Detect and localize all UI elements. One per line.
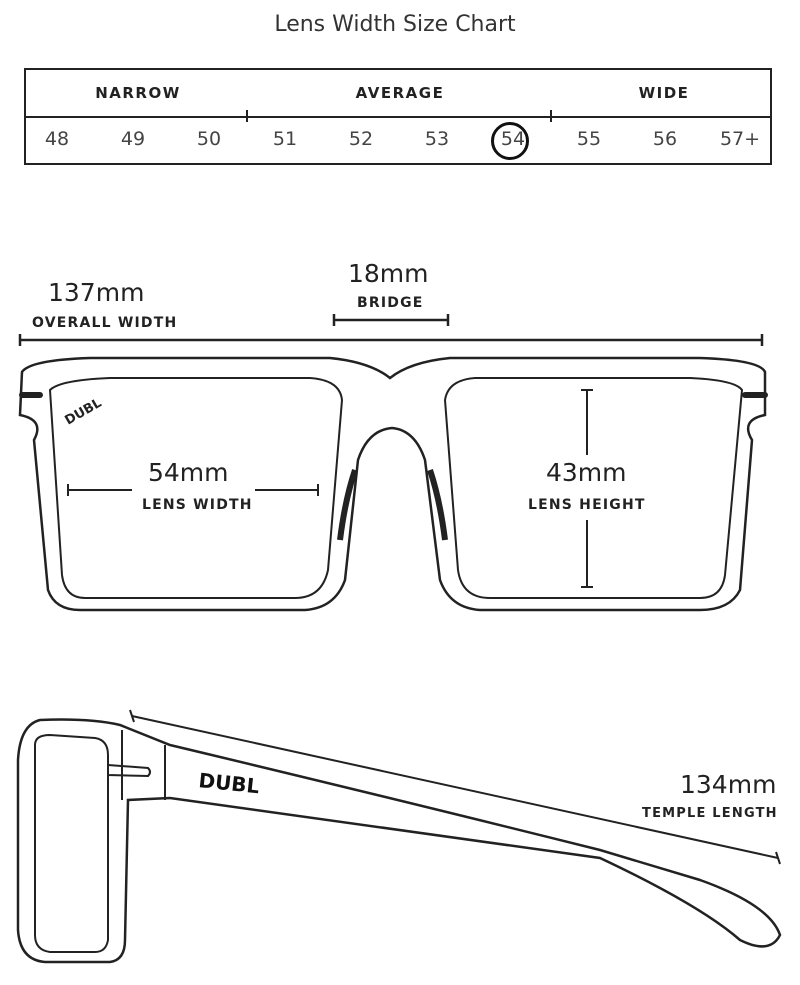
brand-logo-side: DUBL xyxy=(197,768,260,798)
overall-width-label: OVERALL WIDTH xyxy=(32,315,178,331)
table-divider xyxy=(26,116,770,118)
overall-width-line xyxy=(18,334,764,346)
category-narrow: NARROW xyxy=(95,84,181,102)
left-lens xyxy=(48,377,344,599)
category-average: AVERAGE xyxy=(355,84,445,102)
size-48: 48 xyxy=(44,128,70,150)
chart-title: Lens Width Size Chart xyxy=(274,12,516,37)
temple-length-value: 134mm xyxy=(680,770,777,799)
selected-size-circle xyxy=(491,122,529,160)
size-56: 56 xyxy=(652,128,678,150)
size-51: 51 xyxy=(272,128,298,150)
size-50: 50 xyxy=(196,128,222,150)
lens-height-value: 43mm xyxy=(546,458,627,487)
bridge-value: 18mm xyxy=(348,259,429,288)
temple-length-line xyxy=(129,709,781,865)
side-lens xyxy=(34,733,109,953)
lens-width-label: LENS WIDTH xyxy=(142,497,253,513)
right-lens xyxy=(443,377,744,599)
brand-logo-front: DUBL xyxy=(63,396,105,429)
side-hinge-slot xyxy=(107,763,151,778)
range-tick xyxy=(246,110,248,122)
size-49: 49 xyxy=(120,128,146,150)
size-57-plus: 57+ xyxy=(719,128,761,150)
lens-width-line xyxy=(67,484,319,496)
temple-length-label: TEMPLE LENGTH xyxy=(642,806,778,821)
bridge-label: BRIDGE xyxy=(357,295,424,311)
size-52: 52 xyxy=(348,128,374,150)
nose-pads xyxy=(337,469,448,541)
size-55: 55 xyxy=(576,128,602,150)
overall-width-value: 137mm xyxy=(48,278,145,307)
lens-width-value: 54mm xyxy=(148,458,229,487)
lens-height-label: LENS HEIGHT xyxy=(528,497,646,513)
lens-height-line xyxy=(581,389,593,588)
hinge-lines xyxy=(121,730,166,800)
size-table: NARROW AVERAGE WIDE 48 49 50 51 52 53 54… xyxy=(24,68,772,165)
front-frame xyxy=(18,356,767,612)
category-wide: WIDE xyxy=(638,84,690,102)
range-tick xyxy=(550,110,552,122)
bridge-line xyxy=(332,314,450,326)
size-53: 53 xyxy=(424,128,450,150)
side-frame xyxy=(16,718,782,964)
